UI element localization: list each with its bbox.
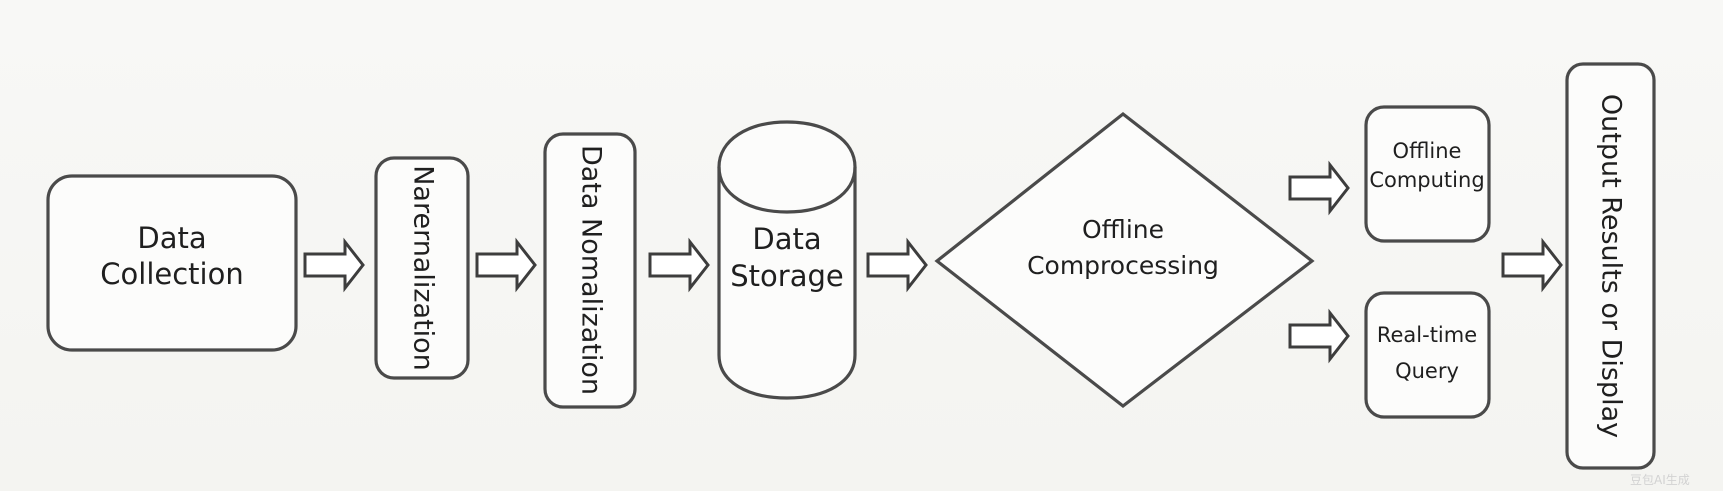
node-data-storage: Data Storage	[717, 120, 857, 400]
node-label-line: Storage	[730, 259, 843, 293]
flow-arrow	[303, 237, 365, 293]
node-label: Data Nomalization	[576, 145, 607, 395]
flow-arrow	[1501, 237, 1563, 293]
node-output: Output Results or Display	[1565, 62, 1656, 470]
flow-arrow	[648, 237, 710, 293]
node-label-line: Data	[752, 222, 821, 256]
node-normalization-1: Narernalization	[374, 156, 470, 380]
node-label-line: Computing	[1369, 168, 1484, 192]
arrows	[303, 160, 1563, 364]
node-label-line: Collection	[100, 257, 243, 291]
flow-arrow	[866, 237, 928, 293]
watermark-text: 豆包AI生成	[1630, 473, 1690, 487]
node-label-line: Data	[137, 221, 206, 255]
node-label-line: Offline	[1393, 139, 1462, 163]
node-label-line: Real-time	[1377, 323, 1477, 347]
flow-arrow	[1288, 160, 1350, 216]
node-normalization-2: Data Nomalization	[543, 132, 637, 409]
node-label-line: Comprocessing	[1027, 251, 1219, 280]
node-label: Narernalization	[408, 165, 439, 371]
flow-arrow	[475, 237, 537, 293]
node-offline-comprocessing: Offline Comprocessing	[934, 111, 1315, 409]
node-real-time-query: Real-time Query	[1364, 291, 1491, 419]
node-label-line: Query	[1395, 359, 1459, 383]
node-data-collection: Data Collection	[46, 174, 298, 352]
node-label: Output Results or Display	[1596, 94, 1627, 438]
node-label-line: Offline	[1082, 215, 1164, 244]
node-offline-computing: Offline Computing	[1364, 105, 1491, 243]
flow-arrow	[1288, 308, 1350, 364]
